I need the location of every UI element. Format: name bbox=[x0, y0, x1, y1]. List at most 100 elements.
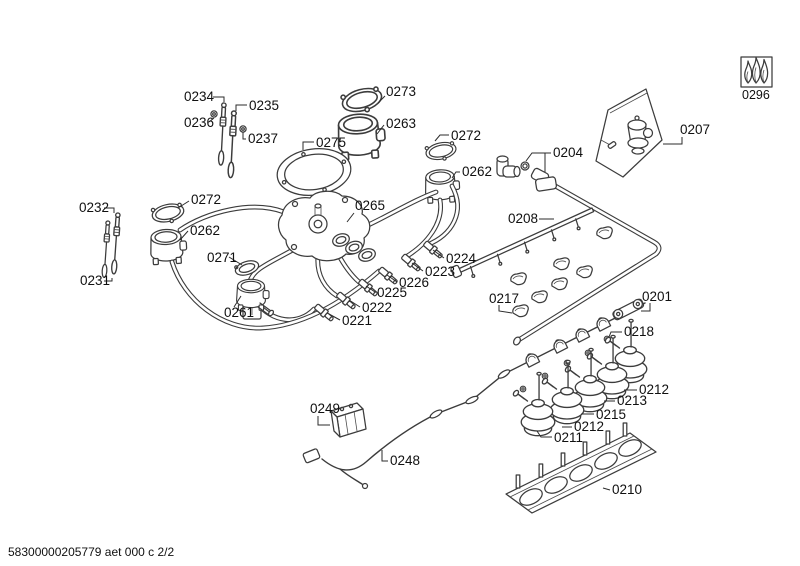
leader-0210 bbox=[602, 487, 611, 491]
callout-0263: 0263 bbox=[386, 116, 416, 131]
callout-0271: 0271 bbox=[207, 250, 237, 265]
burner-ring bbox=[149, 200, 187, 227]
leader-0261 bbox=[233, 295, 242, 308]
leader-0217 bbox=[498, 305, 513, 314]
pipe-clamp bbox=[523, 350, 541, 368]
callout-0212-upper: 0212 bbox=[639, 382, 669, 397]
leader-0234 bbox=[213, 96, 225, 102]
leader-0218 bbox=[608, 331, 622, 338]
callout-0226: 0226 bbox=[399, 275, 429, 290]
ignition-electrode bbox=[100, 220, 112, 279]
callout-0296: 0296 bbox=[742, 88, 770, 102]
ignition-cable-assembly bbox=[302, 302, 646, 490]
leader-0224 bbox=[432, 249, 445, 259]
gas-valve-cup bbox=[149, 227, 189, 266]
callout-0217: 0217 bbox=[489, 291, 519, 306]
callout-0275: 0275 bbox=[316, 135, 346, 150]
leader-0262-right bbox=[451, 171, 460, 179]
callout-0204: 0204 bbox=[553, 145, 584, 160]
callout-0262-right: 0262 bbox=[462, 164, 492, 179]
end-bracket bbox=[612, 298, 645, 321]
burner-ring bbox=[423, 139, 459, 165]
leader-0225 bbox=[365, 285, 376, 293]
pipe-clamp bbox=[234, 260, 260, 276]
leader-0272-left bbox=[177, 200, 190, 209]
callout-0207: 0207 bbox=[680, 122, 710, 137]
callout-0231: 0231 bbox=[80, 273, 110, 288]
burner-ring bbox=[339, 83, 386, 119]
callout-0237: 0237 bbox=[248, 131, 278, 146]
callout-0215: 0215 bbox=[596, 407, 626, 422]
ignition-electrode-pair-left bbox=[100, 212, 122, 279]
callout-labels: 0234 0235 0236 0237 0273 0263 0275 0272 … bbox=[79, 84, 770, 497]
callout-0224: 0224 bbox=[446, 251, 477, 266]
callout-0273: 0273 bbox=[386, 84, 416, 99]
pipe-clamp bbox=[573, 325, 591, 343]
callout-0261: 0261 bbox=[224, 305, 254, 320]
leader-0201 bbox=[641, 303, 651, 312]
callout-0265: 0265 bbox=[355, 198, 385, 213]
leader-0262-left bbox=[179, 230, 189, 241]
flame-symbol-box bbox=[740, 56, 773, 88]
leader-0273 bbox=[377, 95, 386, 104]
leader-0275 bbox=[302, 141, 314, 150]
ignition-electrode bbox=[226, 110, 238, 179]
cable-connector bbox=[302, 448, 321, 464]
leader-0226 bbox=[386, 274, 398, 283]
pipe-bracket bbox=[534, 176, 558, 192]
callout-0235: 0235 bbox=[249, 98, 279, 113]
callout-0272-left: 0272 bbox=[191, 192, 221, 207]
leader-0263 bbox=[376, 124, 385, 135]
spark-generator bbox=[330, 402, 367, 438]
pipe-clamp bbox=[551, 336, 569, 354]
callout-0262-left: 0262 bbox=[190, 223, 220, 238]
pipe-open-end bbox=[512, 336, 522, 346]
leader-0237 bbox=[242, 132, 246, 140]
burner-gasket bbox=[276, 148, 352, 196]
callout-0221: 0221 bbox=[342, 313, 372, 328]
callout-0208: 0208 bbox=[508, 211, 538, 226]
electrode-screw bbox=[239, 125, 247, 133]
ignition-electrode bbox=[110, 212, 122, 275]
leader-0249 bbox=[317, 416, 330, 426]
callout-0249: 0249 bbox=[310, 401, 340, 416]
callout-0236: 0236 bbox=[184, 115, 214, 130]
manifold-rail bbox=[450, 176, 595, 279]
leader-0222 bbox=[348, 299, 361, 308]
callout-0232: 0232 bbox=[79, 200, 109, 215]
leader-0211 bbox=[536, 430, 552, 438]
leader-0204 bbox=[525, 152, 551, 162]
callout-0234: 0234 bbox=[184, 89, 215, 104]
leader-0223 bbox=[411, 262, 424, 272]
callout-0218: 0218 bbox=[624, 324, 654, 339]
callout-0211: 0211 bbox=[554, 430, 583, 445]
spare-part-bag bbox=[595, 88, 663, 178]
leader-0248 bbox=[381, 450, 388, 462]
gas-tap bbox=[511, 371, 556, 437]
callout-0225: 0225 bbox=[377, 285, 407, 300]
leader-0235 bbox=[235, 104, 247, 111]
pressure-regulator bbox=[607, 115, 654, 155]
callout-0212-lower: 0212 bbox=[574, 419, 604, 434]
flame-icon bbox=[744, 56, 769, 84]
gas-valve-0261 bbox=[236, 278, 275, 320]
callout-0201: 0201 bbox=[642, 289, 672, 304]
leader-0231 bbox=[104, 278, 113, 282]
leader-0221 bbox=[328, 313, 341, 321]
callout-0272-right: 0272 bbox=[451, 128, 481, 143]
pipe-clamp bbox=[594, 314, 612, 332]
leader-0232 bbox=[104, 207, 115, 213]
callout-0223: 0223 bbox=[425, 264, 455, 279]
o-ring bbox=[520, 161, 530, 171]
leader-0272-right bbox=[434, 134, 449, 142]
leader-0236 bbox=[208, 117, 215, 123]
leader-0265 bbox=[346, 212, 355, 223]
main-burner-body bbox=[277, 190, 376, 262]
ignition-electrode-pair-top bbox=[210, 102, 247, 179]
ignition-electrode bbox=[217, 102, 228, 166]
callout-0248: 0248 bbox=[390, 453, 420, 468]
callout-0213: 0213 bbox=[617, 393, 647, 408]
leader-0207 bbox=[663, 137, 683, 145]
